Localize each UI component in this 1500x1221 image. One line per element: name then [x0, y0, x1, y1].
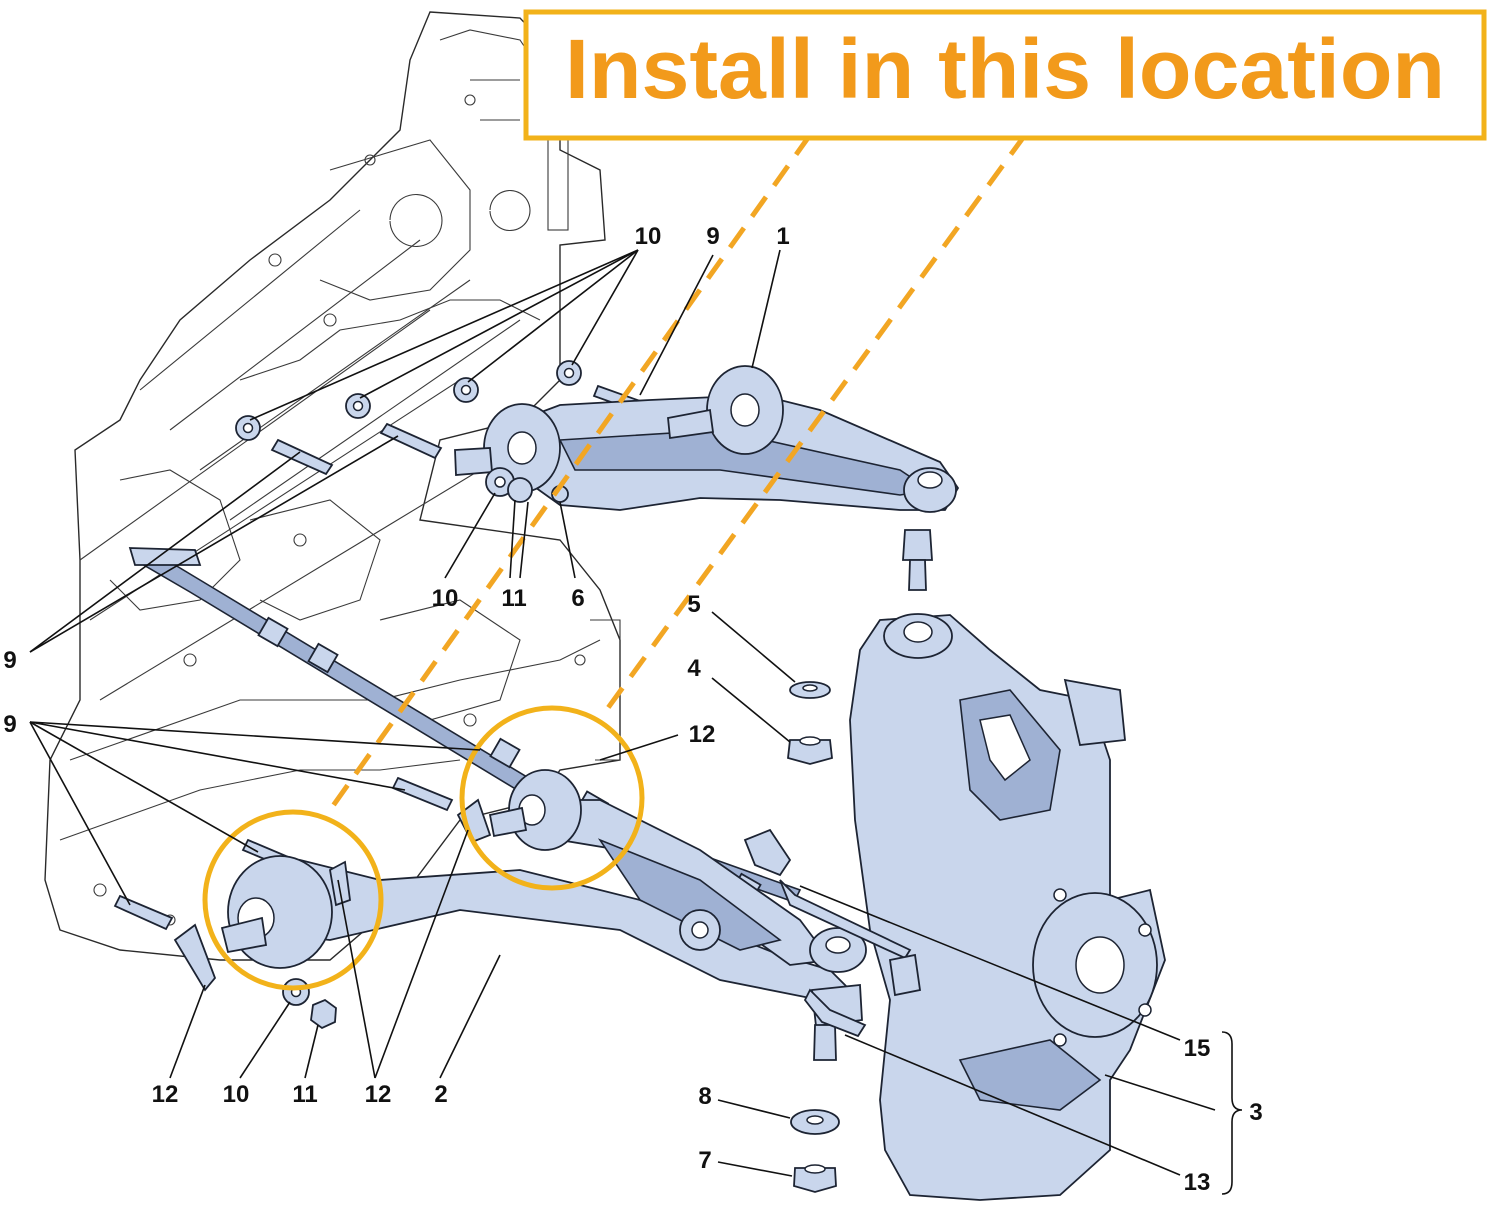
- callout-13: 13: [1184, 1169, 1211, 1196]
- dashed-pointer-right: [602, 133, 1028, 714]
- callouts: 10 9 1 10 11 6 9 5 4 9 12 12 10 11 12 2 …: [3, 223, 1262, 1196]
- highlight-overlay: [202, 133, 1028, 991]
- nut-7: [793, 1164, 837, 1193]
- lower-control-arm: [220, 769, 867, 1061]
- callout-5: 5: [687, 591, 700, 618]
- callout-12-bottom-left: 12: [152, 1081, 179, 1108]
- callout-10-mid: 10: [432, 585, 459, 612]
- highlight-circle-right: [459, 705, 645, 891]
- callout-9-top: 9: [706, 223, 719, 250]
- nut-4: [787, 736, 833, 765]
- dashed-pointer-left: [327, 133, 813, 812]
- upper-control-arm: [454, 365, 960, 591]
- install-location-banner: Install in this location: [523, 9, 1487, 141]
- callout-10-top: 10: [635, 223, 662, 250]
- banner-text: Install in this location: [565, 22, 1445, 116]
- callout-9-left: 9: [3, 647, 16, 674]
- steering-knuckle: [849, 613, 1166, 1201]
- callout-7: 7: [698, 1147, 711, 1174]
- washer-5: [789, 681, 831, 699]
- callout-9-left2: 9: [3, 711, 16, 738]
- washer-8: [790, 1109, 840, 1135]
- sensor-harness: [743, 828, 922, 1038]
- callout-11-bottom: 11: [292, 1081, 317, 1108]
- callout-10-bottom: 10: [223, 1081, 250, 1108]
- callout-15: 15: [1184, 1035, 1211, 1062]
- washer-group-10: [235, 360, 582, 441]
- callout-12-right: 12: [689, 721, 716, 748]
- callout-3: 3: [1249, 1099, 1262, 1126]
- callout-8: 8: [698, 1083, 711, 1110]
- subframe: [44, 11, 621, 961]
- callout-12-bottom: 12: [365, 1081, 392, 1108]
- callout-1: 1: [776, 223, 789, 250]
- leader-lines: [29, 249, 1243, 1195]
- callout-6: 6: [571, 585, 584, 612]
- washer-11-upper: [485, 467, 569, 503]
- callout-2: 2: [434, 1081, 447, 1108]
- callout-4: 4: [687, 655, 701, 682]
- clips-12: [173, 798, 492, 992]
- callout-11-mid: 11: [501, 585, 526, 612]
- highlight-circle-left: [202, 809, 384, 991]
